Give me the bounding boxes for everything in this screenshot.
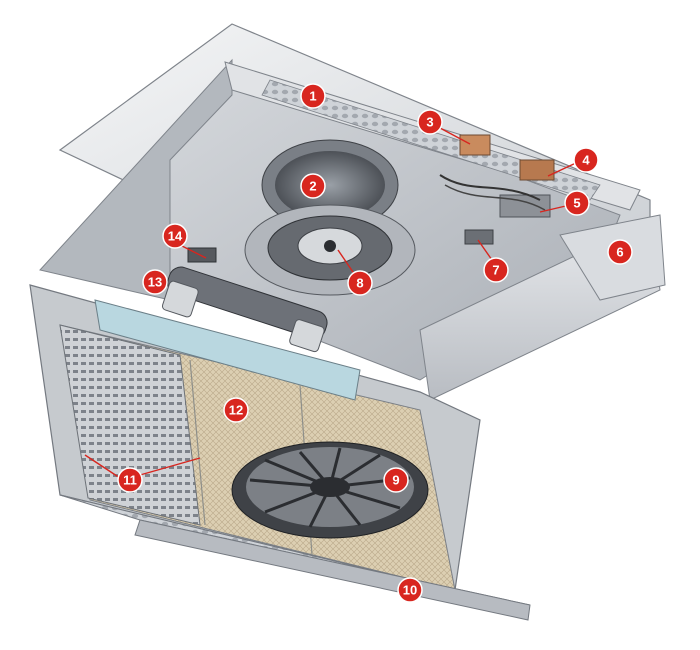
callout-1: 1 bbox=[301, 84, 325, 108]
callout-5-label: 5 bbox=[573, 196, 580, 211]
callout-9-label: 9 bbox=[392, 473, 399, 488]
callout-4-label: 4 bbox=[582, 153, 590, 168]
callout-6: 6 bbox=[608, 240, 632, 264]
callout-11: 11 bbox=[118, 468, 142, 492]
callout-1-label: 1 bbox=[309, 89, 316, 104]
callout-10: 10 bbox=[398, 578, 422, 602]
callout-2-label: 2 bbox=[309, 179, 316, 194]
callout-6-label: 6 bbox=[616, 245, 623, 260]
callout-10-label: 10 bbox=[403, 583, 417, 598]
callout-13: 13 bbox=[143, 270, 167, 294]
callout-12: 12 bbox=[224, 398, 248, 422]
callout-14-label: 14 bbox=[168, 229, 183, 244]
callout-2: 2 bbox=[301, 174, 325, 198]
callout-5: 5 bbox=[565, 191, 589, 215]
callout-9: 9 bbox=[384, 468, 408, 492]
callout-3-label: 3 bbox=[426, 115, 433, 130]
callout-14: 14 bbox=[163, 224, 187, 248]
callout-8: 8 bbox=[348, 271, 372, 295]
callout-7: 7 bbox=[484, 258, 508, 282]
blower-assembly bbox=[245, 140, 415, 295]
callout-7-label: 7 bbox=[492, 263, 499, 278]
callout-12-label: 12 bbox=[229, 403, 243, 418]
callout-13-label: 13 bbox=[148, 275, 162, 290]
callout-3: 3 bbox=[418, 110, 442, 134]
callout-4: 4 bbox=[574, 148, 598, 172]
callout-11-label: 11 bbox=[123, 473, 137, 488]
callout-8-label: 8 bbox=[356, 276, 363, 291]
